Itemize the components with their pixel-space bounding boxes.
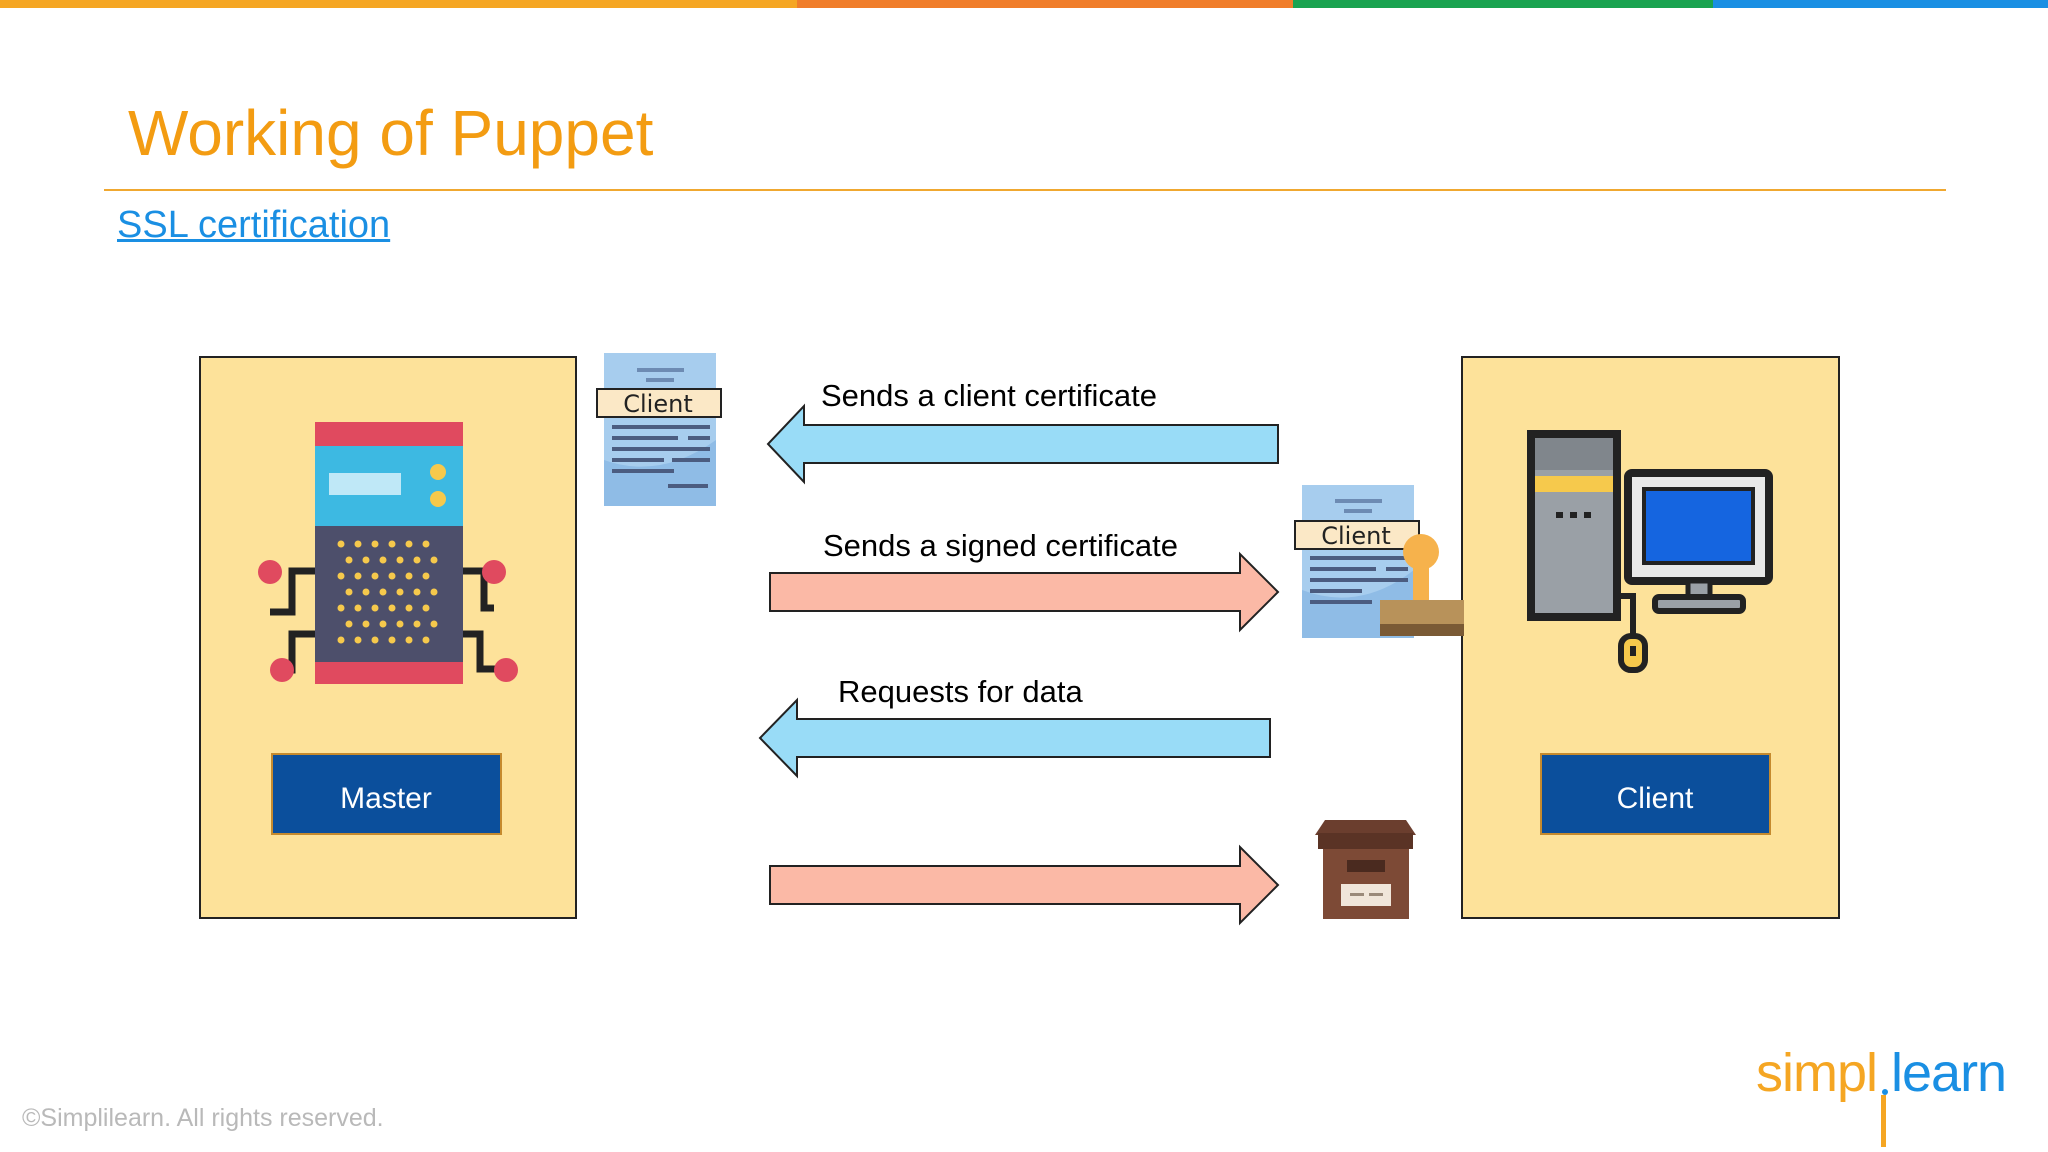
top-bar-segment-green [1293, 0, 1713, 8]
arrow-data-response [769, 844, 1280, 926]
stamped-document-icon: Client [1294, 485, 1464, 638]
arrow-label-requests-for-data: Requests for data [838, 674, 1083, 709]
arrow-requests-for-data: Requests for data [758, 674, 1271, 779]
stamp-icon [1380, 534, 1464, 636]
arrow-signed-certificate: Sends a signed certificate [769, 528, 1280, 633]
signed-certificate-label: Client [1321, 522, 1390, 550]
page-title: Working of Puppet [128, 97, 654, 169]
logo-part-learn: learn [1891, 1043, 2007, 1103]
master-label: Master [340, 782, 432, 815]
logo-part-simpl: simpl [1756, 1043, 1878, 1103]
client-certificate-label: Client [623, 390, 692, 418]
master-panel: Master [199, 356, 577, 919]
top-bar-segment-blue [1713, 0, 2048, 8]
client-panel: Client [1461, 356, 1840, 919]
master-label-box: Master [271, 753, 502, 835]
arrow-label-signed-certificate: Sends a signed certificate [823, 528, 1178, 563]
top-bar-segment-dark-orange [797, 0, 1293, 8]
arrow-label-client-certificate: Sends a client certificate [821, 378, 1157, 413]
client-label-box: Client [1540, 753, 1771, 835]
storage-box-icon [1315, 820, 1416, 919]
top-bar-segment-orange [0, 0, 797, 8]
ssl-certification-link[interactable]: SSL certification [117, 204, 391, 246]
client-node-label: Client [1617, 782, 1694, 815]
server-robot-icon [258, 422, 518, 684]
document-icon: Client [596, 353, 722, 506]
arrow-client-certificate: Sends a client certificate [766, 378, 1279, 485]
desktop-computer-icon [1527, 430, 1773, 673]
top-color-bar [0, 0, 2048, 8]
title-divider [104, 189, 1946, 191]
copyright-text: ©Simplilearn. All rights reserved. [22, 1104, 384, 1132]
